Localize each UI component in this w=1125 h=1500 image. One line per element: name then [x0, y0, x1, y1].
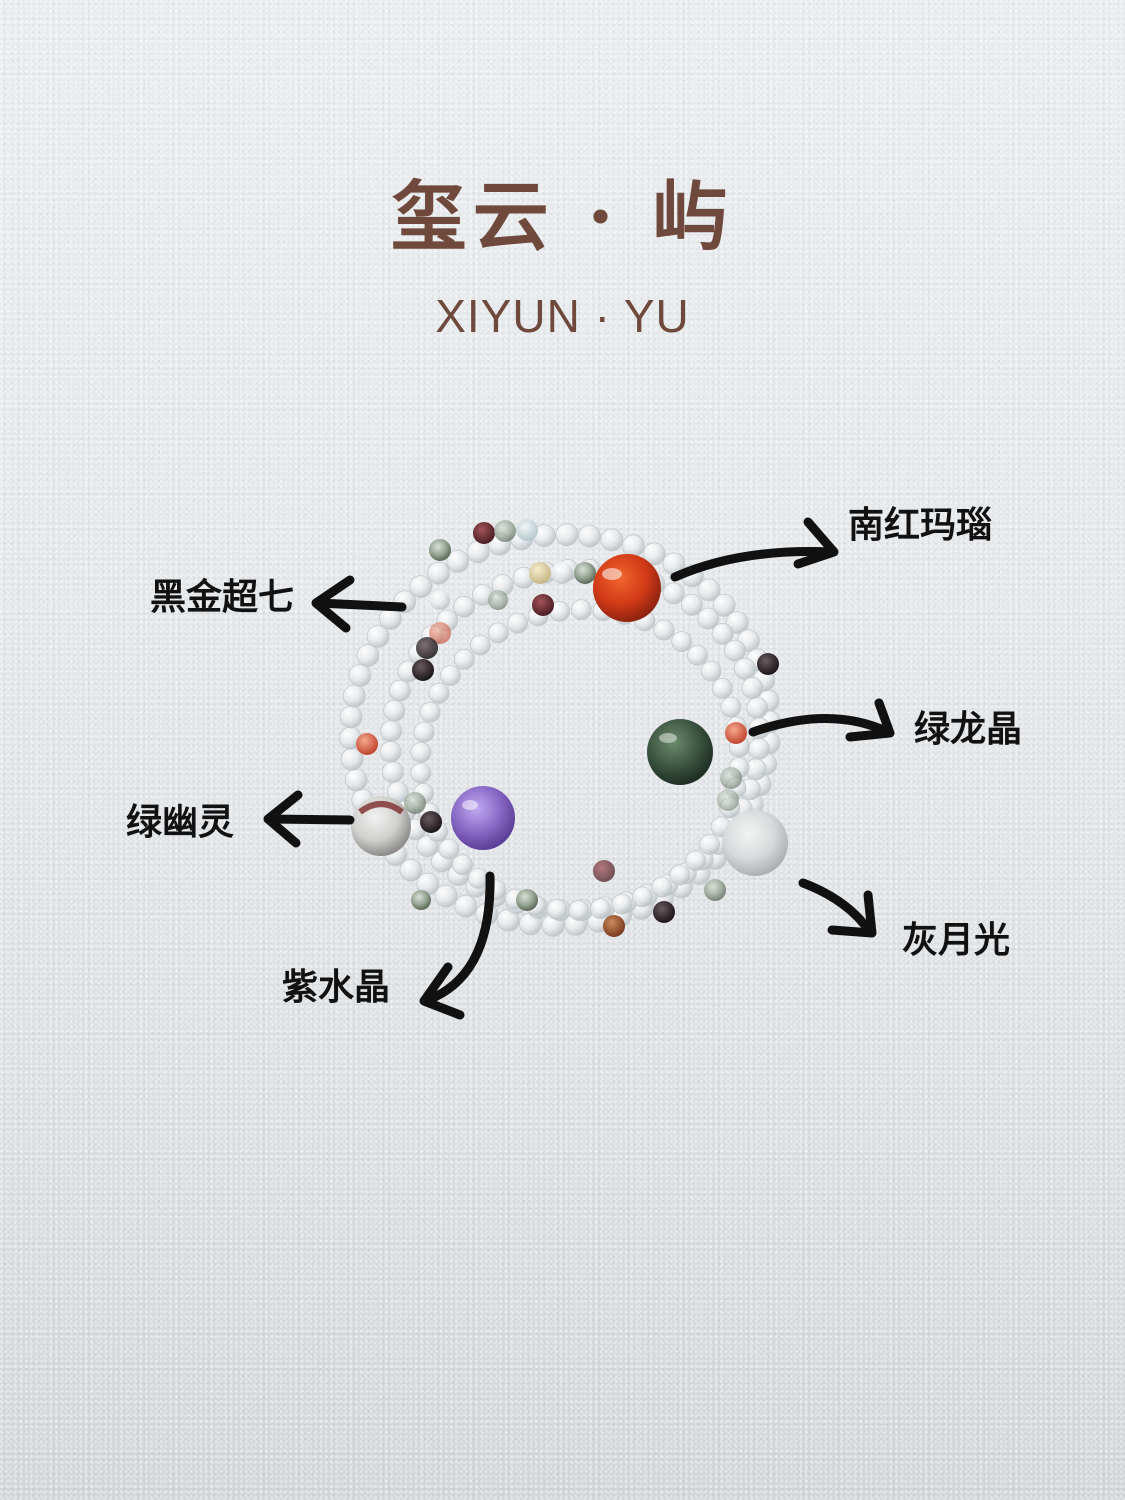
brand-title-english: XIYUN · YU — [435, 290, 690, 342]
grey-moonstone-bead — [722, 810, 788, 876]
amethyst-bead — [451, 786, 515, 850]
label-green-phantom: 绿幽灵 — [126, 802, 235, 843]
arrow-down-left-icon-amethyst — [419, 871, 495, 1020]
arrow-left-icon-black-gold — [311, 575, 407, 633]
label-grey-moonstone: 灰月光 — [902, 920, 1011, 961]
south-red-agate-bead — [593, 554, 661, 622]
green-dragon-crystal-bead — [647, 719, 713, 785]
arrow-right-icon-nanhong — [670, 517, 839, 582]
arrow-down-right-icon-grey-moonstone — [798, 878, 877, 938]
annotation-arrows — [263, 517, 895, 1020]
accent-small-beads — [356, 519, 779, 937]
brand-title-chinese: 玺云 · 屿 — [390, 172, 735, 261]
outer-bead-strand — [338, 523, 782, 937]
arrow-right-icon-green-dragon — [748, 698, 895, 742]
label-black-gold-super-seven: 黑金超七 — [150, 577, 295, 618]
label-amethyst: 紫水晶 — [282, 967, 391, 1008]
label-green-dragon-crystal: 绿龙晶 — [914, 709, 1023, 750]
green-phantom-bead — [351, 796, 411, 856]
label-nanhong-agate: 南红玛瑙 — [848, 505, 993, 546]
arrow-left-icon-green-phantom — [263, 790, 355, 848]
